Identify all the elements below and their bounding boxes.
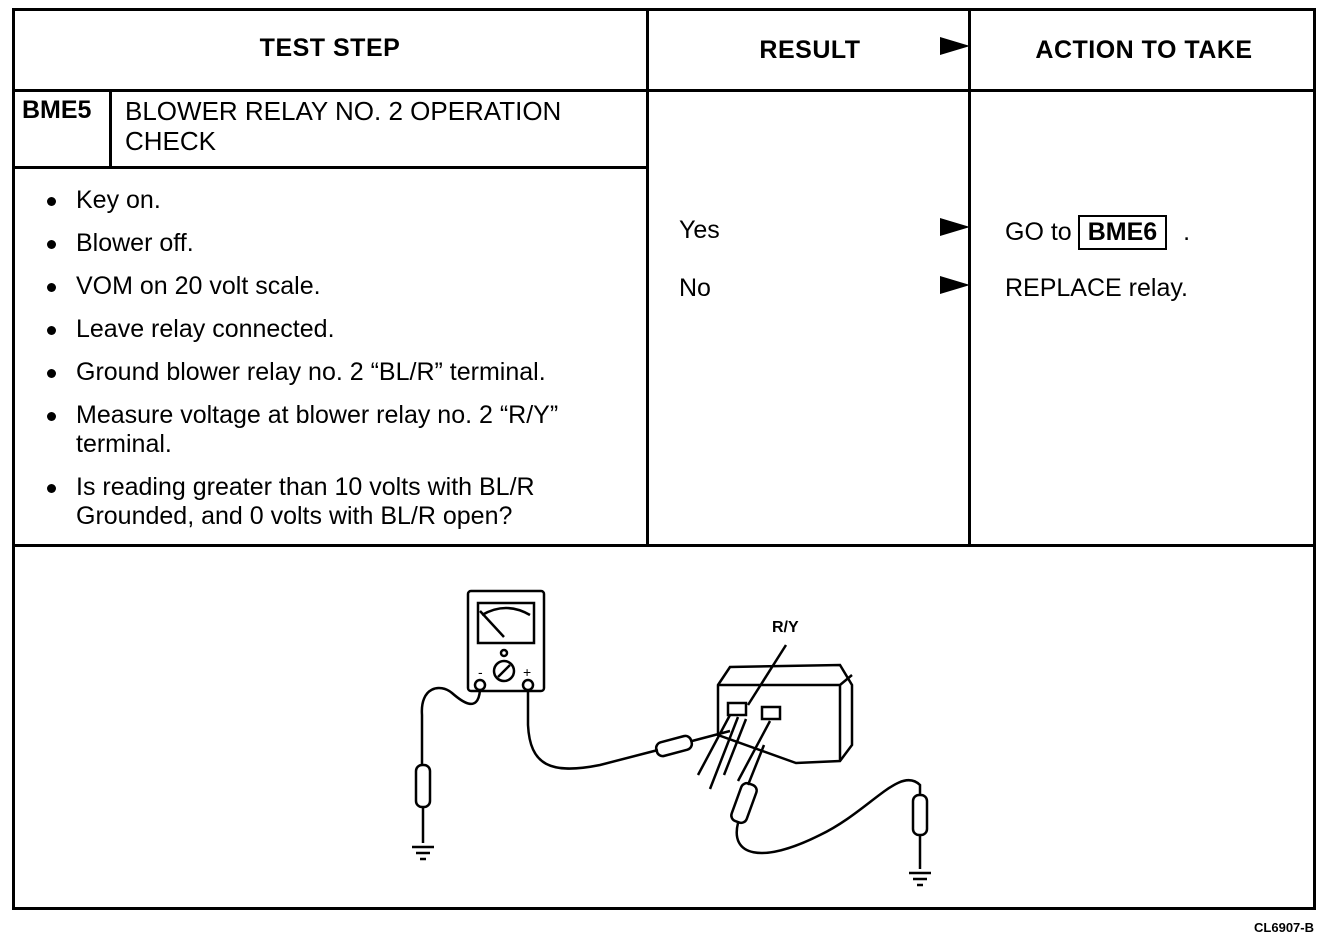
figure-code: CL6907-B: [1254, 920, 1314, 935]
procedure-list: Key on. Blower off. VOM on 20 volt scale…: [44, 186, 634, 545]
vom-relay-illustration: - + R/Y: [412, 589, 931, 887]
blower-relay-icon: [696, 663, 854, 790]
procedure-item: Blower off.: [44, 229, 634, 258]
ground-icon: [909, 871, 931, 887]
meter-minus-label: -: [478, 664, 483, 680]
illustration-divider: [12, 544, 1316, 547]
result-no-arrow-icon: [940, 276, 970, 294]
action-yes-prefix: GO to: [1005, 218, 1072, 246]
bullet-icon: [47, 326, 56, 335]
header-action: ACTION TO TAKE: [1035, 36, 1253, 64]
procedure-item: Key on.: [44, 186, 634, 215]
result-no: No: [679, 274, 711, 302]
header-divider: [12, 89, 1316, 92]
bullet-icon: [47, 369, 56, 378]
wire-label-ry: R/Y: [772, 619, 799, 636]
header-arrow-icon: [940, 37, 970, 55]
step-id-divider: [109, 89, 112, 168]
action-yes-suffix: .: [1183, 218, 1191, 246]
bullet-icon: [47, 240, 56, 249]
procedure-item: VOM on 20 volt scale.: [44, 272, 634, 301]
bullet-icon: [47, 197, 56, 206]
step-title: BLOWER RELAY NO. 2 OPERATION CHECK: [125, 96, 561, 156]
step-id: BME5: [22, 96, 92, 124]
positive-lead: [526, 690, 659, 770]
header-test-step: TEST STEP: [259, 34, 401, 62]
step-title-line2: CHECK: [125, 126, 217, 156]
ground-lead: [735, 778, 922, 855]
voltmeter-icon: [466, 589, 546, 693]
action-no: REPLACE relay.: [1005, 274, 1188, 302]
header-result: RESULT: [759, 36, 861, 64]
bullet-icon: [47, 283, 56, 292]
procedure-item: Leave relay connected.: [44, 315, 634, 344]
bullet-icon: [47, 412, 56, 421]
step-header-divider: [12, 166, 648, 169]
step-reference-box: BME6: [1077, 215, 1168, 250]
procedure-item: Measure voltage at blower relay no. 2 “R…: [44, 401, 634, 459]
meter-plus-label: +: [523, 664, 531, 680]
procedure-item: Is reading greater than 10 volts with BL…: [44, 473, 634, 531]
negative-lead: [420, 686, 482, 765]
result-yes: Yes: [679, 216, 720, 244]
step-title-line1: BLOWER RELAY NO. 2 OPERATION: [125, 96, 562, 126]
bullet-icon: [47, 484, 56, 493]
procedure-item: Ground blower relay no. 2 “BL/R” termina…: [44, 358, 634, 387]
ground-icon: [412, 845, 434, 861]
test-step-table: [12, 8, 1316, 910]
result-yes-arrow-icon: [940, 218, 970, 236]
column-divider-1: [646, 8, 649, 546]
